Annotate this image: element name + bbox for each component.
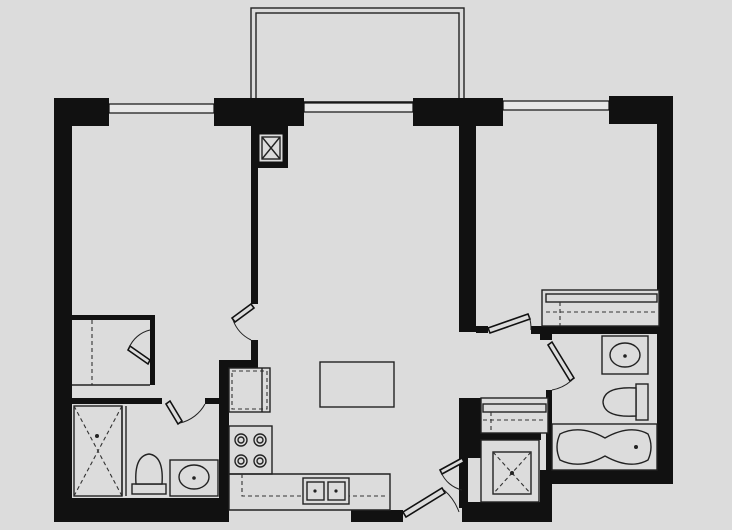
exterior-walls — [54, 96, 673, 522]
shower-icon — [480, 439, 540, 503]
toilet-icon — [131, 453, 167, 495]
door-entry[interactable] — [401, 486, 460, 519]
windows — [108, 100, 610, 114]
window-left-bedroom — [108, 103, 215, 114]
sink-icon — [169, 459, 219, 497]
stove-icon — [228, 425, 273, 475]
door-right-bedroom[interactable] — [486, 312, 532, 335]
kitchen-island-icon — [319, 361, 395, 408]
sink-icon — [601, 335, 649, 375]
door-hall-closet[interactable] — [438, 456, 466, 491]
doors — [126, 302, 576, 519]
bathtub-icon — [551, 423, 658, 471]
door-left-bedroom[interactable] — [230, 302, 256, 341]
closet-icon — [541, 289, 660, 327]
double-sink-icon — [302, 477, 350, 505]
closet-icon — [72, 320, 150, 386]
balcony — [250, 7, 465, 103]
door-right-bathroom[interactable] — [546, 340, 576, 391]
toilet-icon — [602, 383, 649, 421]
washer-dryer-icon — [480, 397, 549, 434]
kitchen — [228, 367, 391, 511]
shower-icon — [73, 405, 127, 497]
door-left-bathroom[interactable] — [164, 399, 206, 426]
window-living — [303, 102, 414, 113]
shaft-icon — [259, 134, 283, 162]
door-left-closet[interactable] — [126, 329, 152, 366]
window-right-bedroom — [502, 100, 610, 111]
